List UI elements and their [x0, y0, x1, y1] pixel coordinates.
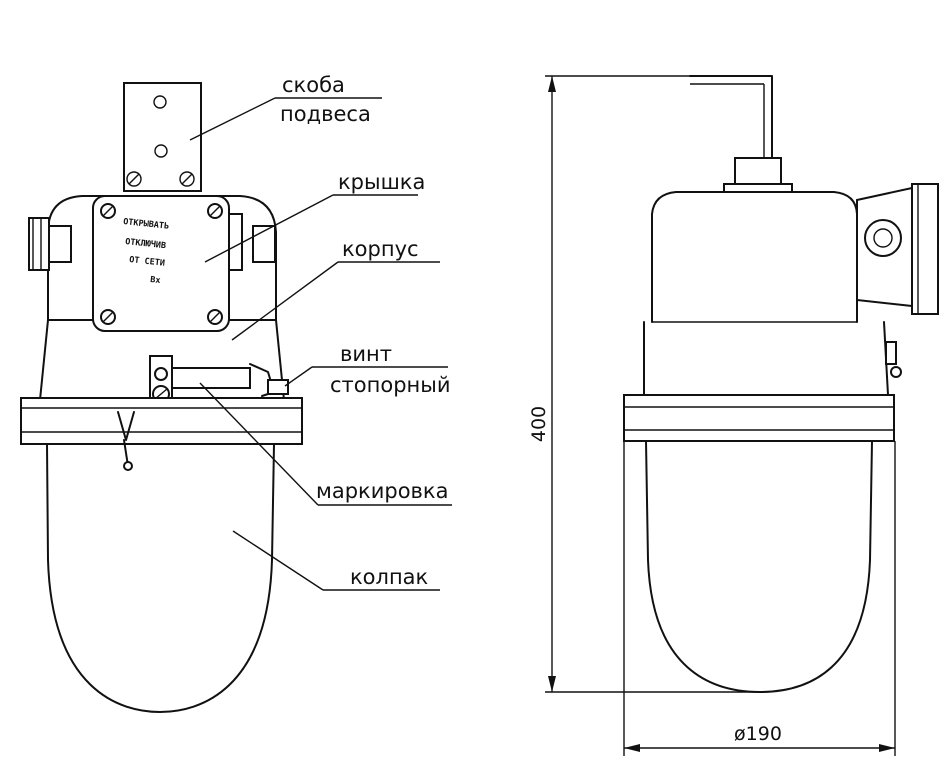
label-screw-line1: винт [340, 342, 392, 366]
locking-screw-assembly [149, 355, 289, 403]
label-bracket-line1: скоба [282, 73, 345, 97]
cover-plate: ОТКРЫВАТЬ ОТКЛЮЧИВ ОТ СЕТИ Вх [92, 195, 230, 332]
flange-ring [20, 397, 303, 471]
height-dimension: 400 [528, 75, 760, 693]
terminal-box [856, 183, 939, 315]
part-labels: скоба подвеса крышка корпус винт стопорн… [280, 73, 451, 589]
suspension-bracket [123, 82, 202, 192]
front-view: ОТКРЫВАТЬ ОТКЛЮЧИВ ОТ СЕТИ Вх [20, 82, 303, 713]
plate-line-2: ОТКЛЮЧИВ [125, 237, 167, 251]
diameter-dimension: ø190 [623, 441, 896, 756]
label-marking: маркировка [316, 479, 448, 503]
label-bracket-line2: подвеса [280, 102, 371, 126]
label-screw-line2: стопорный [330, 373, 451, 397]
dimension-diameter: ø190 [734, 723, 782, 745]
dimension-height: 400 [528, 406, 550, 442]
leader-lines [189, 97, 452, 591]
side-glass-cap [645, 440, 873, 693]
plate-line-3: ОТ СЕТИ [129, 255, 166, 269]
plate-line-1: ОТКРЫВАТЬ [123, 217, 170, 232]
side-view [623, 75, 939, 693]
glass-cap [46, 443, 275, 713]
label-body: корпус [342, 237, 419, 261]
label-cap: колпак [350, 565, 428, 589]
label-cover: крышка [338, 170, 425, 194]
plate-line-4: Вх [150, 275, 161, 286]
